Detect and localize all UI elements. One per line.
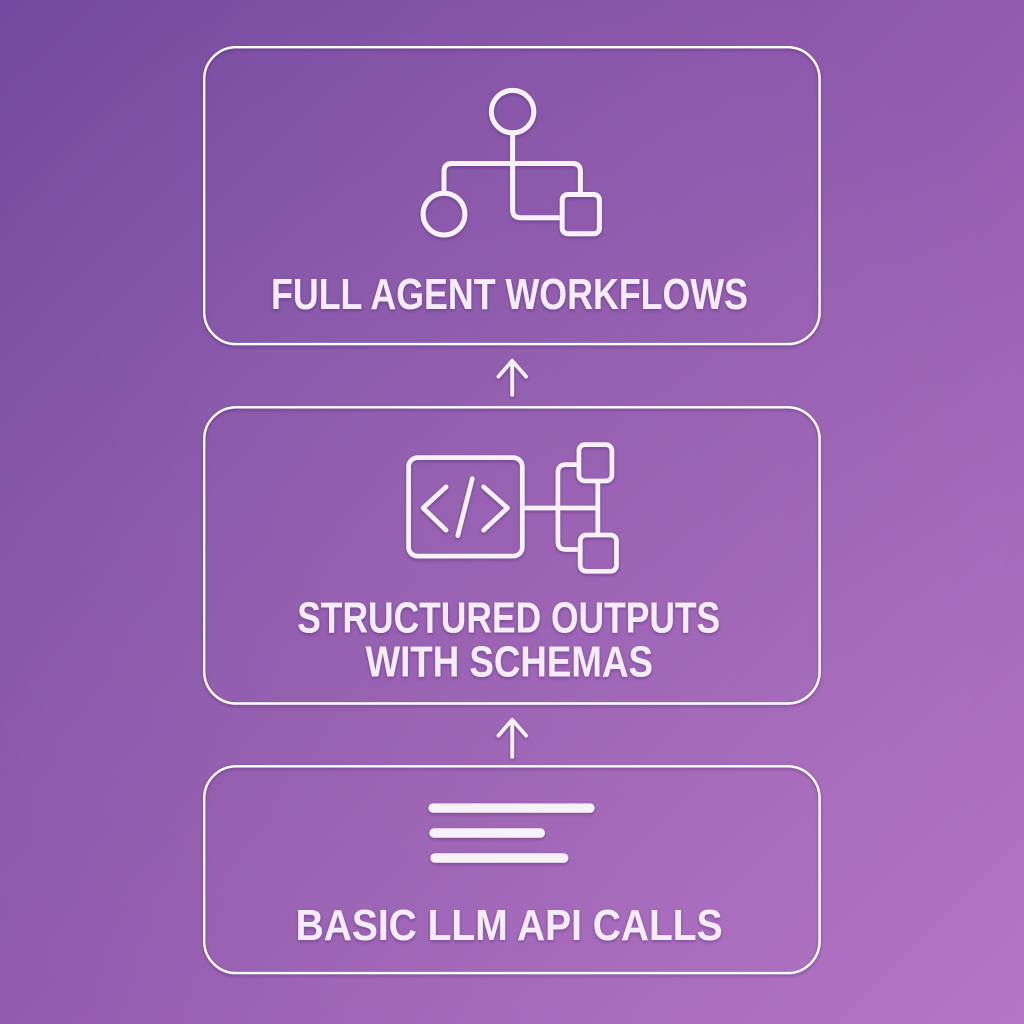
svg-text:STRUCTURED OUTPUTS: STRUCTURED OUTPUTS — [297, 594, 720, 643]
svg-text:BASIC LLM API CALLS: BASIC LLM API CALLS — [296, 901, 723, 950]
svg-text:FULL AGENT WORKFLOWS: FULL AGENT WORKFLOWS — [271, 270, 748, 319]
svg-text:WITH SCHEMAS: WITH SCHEMAS — [365, 637, 653, 686]
